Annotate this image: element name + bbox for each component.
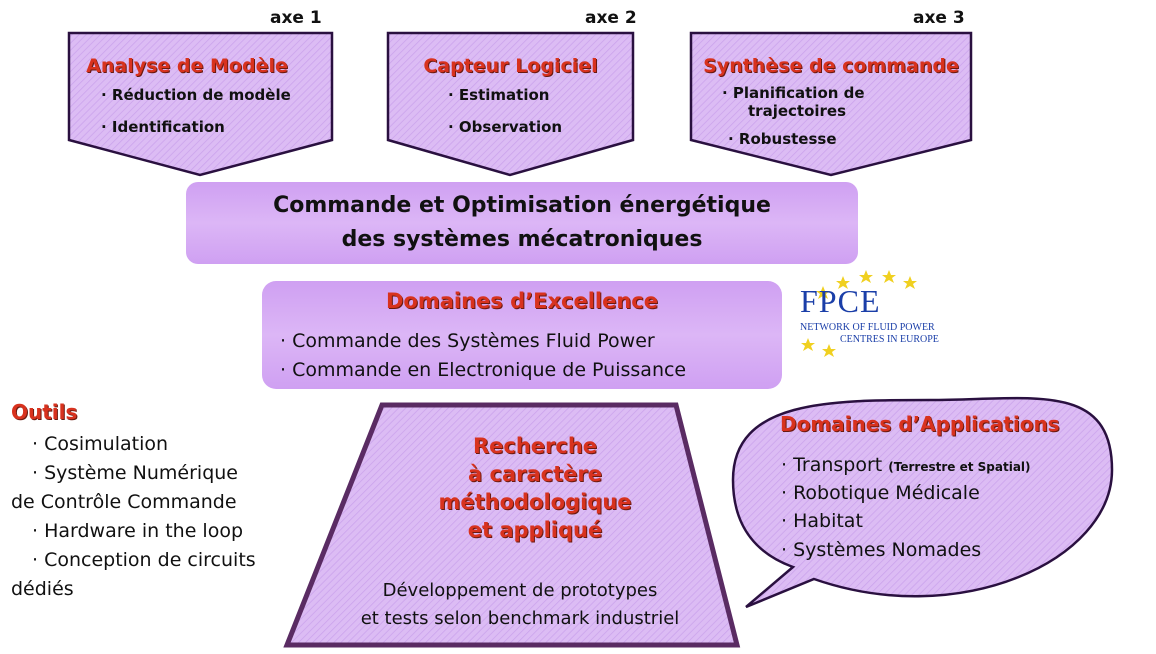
recherche-subtitle: Développement de prototypes et tests sel… [310, 577, 730, 633]
fpce-name: FPCE [800, 283, 881, 319]
axe1-label: axe 1 [270, 8, 322, 28]
axe1-title: Analyse de Modèle [86, 55, 288, 77]
outils-item-1: · Cosimulation [32, 433, 169, 455]
fpce-stars [801, 270, 917, 357]
outils-item-4: · Conception de circuits [32, 549, 256, 571]
axe2-label: axe 2 [585, 8, 637, 28]
outils-title: Outils [11, 400, 78, 424]
axe1-item-2: · Identification [101, 118, 225, 136]
fpce-logo: FPCE NETWORK OF FLUID POWER CENTRES IN E… [800, 283, 970, 353]
fpce-line1: NETWORK OF FLUID POWER [800, 322, 935, 333]
axe2-item-2: · Observation [448, 118, 563, 136]
axe3-item-1-cont: trajectoires [748, 102, 847, 120]
center-title: Commande et Optimisation énergétique des… [186, 189, 858, 257]
applications-item-4: · Systèmes Nomades [781, 539, 982, 561]
applications-title: Domaines d’Applications [780, 412, 1060, 436]
recherche-sub-line2: et tests selon benchmark industriel [360, 608, 680, 629]
axe3-item-1: · Planification de [722, 84, 865, 102]
axe3-pentagon [689, 31, 973, 177]
applications-item-1-label: · Transport [781, 454, 883, 476]
excellence-item-2: · Commande en Electronique de Puissance [280, 359, 687, 381]
center-title-line1: Commande et Optimisation énergétique [273, 193, 771, 218]
axe3-title: Synthèse de commande [703, 55, 959, 77]
center-bar [186, 182, 858, 264]
applications-item-2: · Robotique Médicale [781, 482, 980, 504]
outils-item-4-cont: dédiés [11, 578, 74, 600]
recherche-title-line3: méthodologique [438, 490, 632, 514]
center-title-line2: des systèmes mécatroniques [341, 227, 703, 252]
applications-item-1: · Transport (Terrestre et Spatial) [781, 454, 1031, 476]
excellence-item-1: · Commande des Systèmes Fluid Power [280, 330, 655, 352]
recherche-title: Recherche à caractère méthodologique et … [390, 432, 680, 544]
recherche-sub-line1: Développement de prototypes [382, 580, 658, 601]
recherche-title-line4: et appliqué [467, 518, 603, 542]
outils-item-2: · Système Numérique [32, 462, 238, 484]
excellence-title: Domaines d’Excellence [386, 289, 658, 313]
outils-item-2-cont: de Contrôle Commande [11, 491, 237, 513]
axe2-title: Capteur Logiciel [423, 55, 598, 77]
fpce-line2: CENTRES IN EUROPE [840, 334, 939, 345]
outils-item-3: · Hardware in the loop [32, 520, 244, 542]
applications-bubble [731, 396, 1114, 609]
axe1-pentagon [67, 31, 334, 177]
applications-transport-note: (Terrestre et Spatial) [888, 460, 1031, 474]
axe3-label: axe 3 [913, 8, 965, 28]
applications-item-3: · Habitat [781, 510, 863, 532]
excellence-box [262, 281, 782, 389]
axe2-item-1: · Estimation [448, 86, 550, 104]
recherche-title-line2: à caractère [468, 462, 602, 486]
axe2-pentagon [386, 31, 635, 177]
axe3-item-2: · Robustesse [728, 130, 837, 148]
recherche-trapezoid [283, 402, 741, 648]
axe1-item-1: · Réduction de modèle [101, 86, 291, 104]
recherche-title-line1: Recherche [472, 434, 598, 458]
